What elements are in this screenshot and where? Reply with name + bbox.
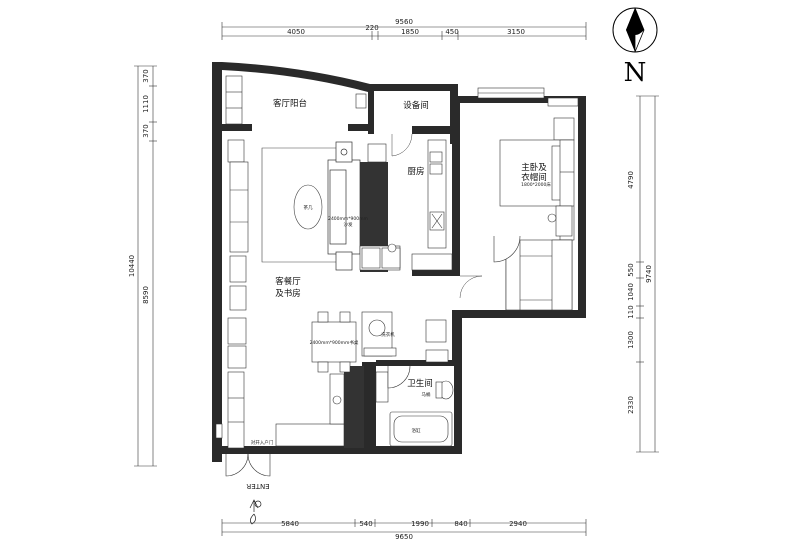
left-total-dimension: 10440 (128, 255, 136, 277)
toilet-label: 马桶 (422, 391, 431, 398)
entry-area (215, 373, 345, 477)
top-dim-segment: 450 (445, 28, 458, 36)
right-dim-segment: 1040 (627, 283, 635, 301)
right-dim-segment: 550 (627, 263, 635, 276)
north-arrow-icon (612, 7, 658, 53)
right-total-dimension: 9740 (645, 265, 653, 283)
top-total-dimension: 9560 (395, 18, 413, 26)
desk-label: 2400mm*900mm书桌 (310, 339, 359, 346)
room-label-kitchen: 厨房 (407, 166, 424, 177)
bottom-dim-segment: 1990 (411, 520, 429, 528)
bottom-dim-segment: 540 (359, 520, 372, 528)
study-desk (311, 311, 357, 373)
right-dimensions (636, 95, 659, 453)
bottom-total-dimension: 9650 (395, 533, 413, 540)
right-dim-segment: 110 (627, 305, 635, 318)
enter-marker-icon (249, 499, 262, 525)
bathtub-label: 浴缸 (412, 427, 421, 434)
kitchen-door-arc (391, 133, 413, 157)
left-dim-segment: 8590 (142, 286, 150, 304)
bedroom-door-arc (459, 275, 483, 299)
sofa (327, 141, 361, 271)
room-label-equipment: 设备间 (403, 100, 429, 111)
top-dim-segment: 220 (365, 24, 378, 32)
bed-size-label: 1800*2000床 (521, 181, 551, 188)
tea-table-label: 茶几 (304, 204, 313, 211)
washing-machine-label: 洗衣机 (381, 331, 395, 338)
enter-label: ENTER (246, 482, 269, 490)
living-wall-cabinets (227, 139, 249, 449)
right-dim-segment: 4790 (627, 171, 635, 189)
top-dimensions (221, 22, 587, 40)
right-dim-segment: 1300 (627, 331, 635, 349)
bedroom-furniture (493, 117, 575, 311)
left-dim-segment: 370 (142, 69, 150, 82)
north-label: N (624, 58, 647, 88)
room-label-living-dining-2: 及书房 (275, 288, 301, 299)
left-dim-segment: 1110 (142, 95, 150, 113)
kitchen-counters (359, 139, 453, 271)
bathroom-fixtures (375, 365, 454, 447)
room-label-master-bedroom-1: 主卧及 (521, 162, 547, 173)
room-label-master-bedroom-2: 衣帽间 (521, 172, 547, 183)
bottom-dim-segment: 5840 (281, 520, 299, 528)
right-dim-segment: 2330 (627, 396, 635, 414)
balcony-cabinets (225, 75, 367, 125)
bottom-dimensions (221, 519, 587, 536)
top-dim-segment: 1850 (401, 28, 419, 36)
top-dim-segment: 4050 (287, 28, 305, 36)
room-label-bathroom: 卫生间 (407, 378, 433, 389)
left-dimensions (134, 65, 157, 467)
left-dim-segment: 370 (142, 124, 150, 137)
living-rug (261, 147, 347, 263)
room-label-living-dining-1: 客餐厅 (275, 276, 301, 287)
room-label-living-balcony: 客厅阳台 (273, 98, 307, 109)
entry-door-label: 对开入户门 (251, 439, 274, 446)
bottom-dim-segment: 2940 (509, 520, 527, 528)
bottom-dim-segment: 840 (454, 520, 467, 528)
laundry-area (361, 311, 449, 363)
top-dim-segment: 3150 (507, 28, 525, 36)
tea-table (293, 184, 323, 230)
windows (477, 87, 579, 107)
